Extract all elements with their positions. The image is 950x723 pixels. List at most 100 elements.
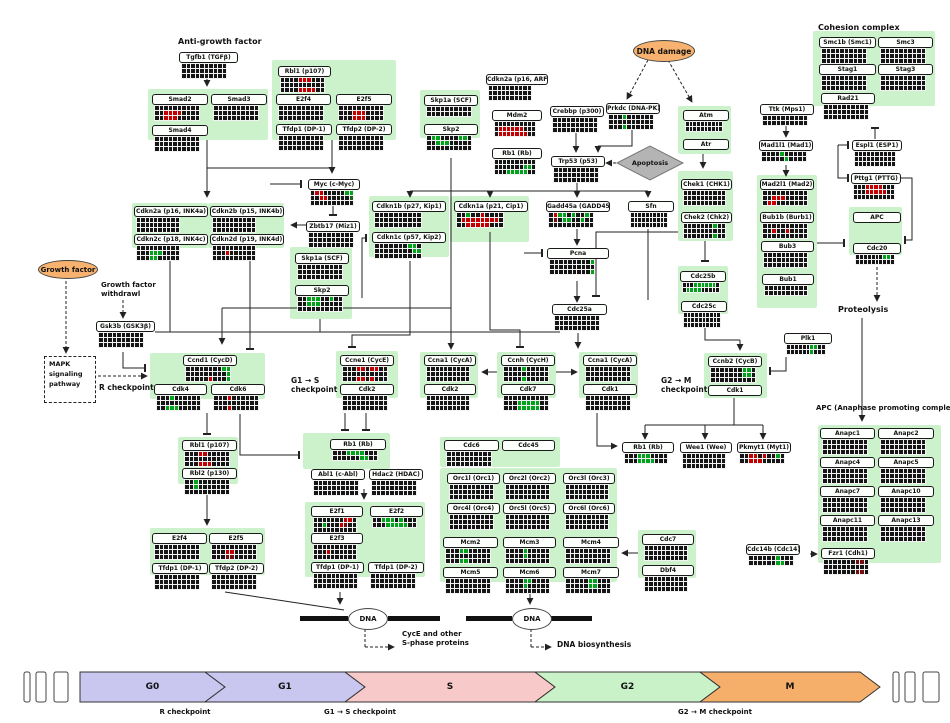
gene-pttg1[interactable]: Pttg1 (PTTG) <box>851 173 901 184</box>
gene-pcna[interactable]: Pcna <box>547 248 609 259</box>
gene-orc4l[interactable]: Orc4l (Orc4) <box>447 503 500 514</box>
gene-abl1[interactable]: Abl1 (c-Abl) <box>311 469 365 480</box>
gene-tfdp2-b[interactable]: Tfdp2 (DP-2) <box>209 563 264 574</box>
gene-e2f4-top[interactable]: E2f4 <box>276 94 331 105</box>
gene-cdkn1a[interactable]: Cdkn1a (p21, Cip1) <box>454 201 528 212</box>
gene-e2f1[interactable]: E2f1 <box>311 506 363 517</box>
gene-cdc7[interactable]: Cdc7 <box>642 534 694 545</box>
gene-smad2[interactable]: Smad2 <box>152 94 208 105</box>
gene-orc5l[interactable]: Orc5l (Orc5) <box>503 503 556 514</box>
gene-cdk1-a[interactable]: Cdk1 <box>583 384 637 395</box>
gene-tfdp1-c[interactable]: Tfdp1 (DP-1) <box>311 562 364 573</box>
gene-anapc11[interactable]: Anapc11 <box>820 515 875 526</box>
gene-mad1l1[interactable]: Mad1l1 (Mad1) <box>759 140 813 151</box>
gene-ccnh[interactable]: Ccnh (CycH) <box>501 355 555 366</box>
gene-e2f3[interactable]: E2f3 <box>311 533 363 544</box>
gene-chek2[interactable]: Chek2 (Chk2) <box>681 212 732 223</box>
gene-anapc10[interactable]: Anapc10 <box>878 486 934 497</box>
gene-anapc5[interactable]: Anapc5 <box>878 457 934 468</box>
gene-fzr1[interactable]: Fzr1 (Cdh1) <box>821 548 875 559</box>
gene-orc3l[interactable]: Orc3l (Orc3) <box>563 473 615 484</box>
gene-ccnb2[interactable]: Ccnb2 (CycB) <box>708 356 762 367</box>
gene-smad4[interactable]: Smad4 <box>152 125 208 136</box>
gene-trp53[interactable]: Trp53 (p53) <box>551 156 605 167</box>
gene-cdkn1b[interactable]: Cdkn1b (p27, Kip1) <box>372 201 446 212</box>
gene-skp2-mid[interactable]: Skp2 <box>295 285 349 296</box>
gene-tfdp1-top[interactable]: Tfdp1 (DP-1) <box>276 124 332 135</box>
gene-smc3[interactable]: Smc3 <box>878 37 933 48</box>
gene-cdc14b[interactable]: Cdc14b (Cdc14) <box>746 544 800 555</box>
gene-anapc2[interactable]: Anapc2 <box>878 428 934 439</box>
gene-skp2-top[interactable]: Skp2 <box>424 124 478 135</box>
gene-cdk6[interactable]: Cdk6 <box>211 384 265 395</box>
gene-rb1-top[interactable]: Rb1 (Rb) <box>492 148 542 159</box>
gene-sfn[interactable]: Sfn <box>628 201 674 212</box>
gene-tgfb1[interactable]: Tgfb1 (TGFβ) <box>179 52 238 63</box>
gene-mcm4[interactable]: Mcm4 <box>563 537 619 548</box>
gene-skp1a-top[interactable]: Skp1a (SCF) <box>424 95 478 106</box>
gene-gadd45a[interactable]: Gadd45a (GADD45) <box>546 201 610 212</box>
gene-myc[interactable]: Myc (c-Myc) <box>308 179 360 190</box>
gene-mcm6[interactable]: Mcm6 <box>503 567 556 578</box>
gene-cdc25c[interactable]: Cdc25c <box>681 301 727 312</box>
gene-smad3[interactable]: Smad3 <box>211 94 267 105</box>
gene-ccna1-a[interactable]: Ccna1 (CycA) <box>424 355 476 366</box>
gene-tfdp2-c[interactable]: Tfdp1 (DP-2) <box>368 562 424 573</box>
gene-dbf4[interactable]: Dbf4 <box>642 565 694 576</box>
gene-cdkn2a-ink4a[interactable]: Cdkn2a (p16, INK4a) <box>134 206 208 217</box>
gene-apc[interactable]: APC <box>853 212 901 223</box>
gene-stag1[interactable]: Stag1 <box>819 64 876 75</box>
gene-rb1-b[interactable]: Rb1 (Rb) <box>330 439 386 450</box>
gene-anapc7[interactable]: Anapc7 <box>820 486 875 497</box>
gene-ccna1-b[interactable]: Ccna1 (CycA) <box>583 355 637 366</box>
gene-e2f2[interactable]: E2f2 <box>370 506 423 517</box>
gene-mcm2[interactable]: Mcm2 <box>443 537 498 548</box>
gene-bub3[interactable]: Bub3 <box>761 241 814 252</box>
gene-cdc25b[interactable]: Cdc25b <box>680 271 726 282</box>
gene-crebbp[interactable]: Crebbp (p300) <box>550 106 604 117</box>
gene-cdc25a[interactable]: Cdc25a <box>552 304 607 315</box>
gene-cdkn2c[interactable]: Cdkn2c (p18, INK4c) <box>134 234 208 245</box>
gene-cdkn2b[interactable]: Cdkn2b (p15, INK4b) <box>210 206 284 217</box>
gene-rb1-d[interactable]: Rb1 (Rb) <box>622 442 674 453</box>
gene-cdk7-a[interactable]: Cdk7 <box>501 384 555 395</box>
gene-cdkn1c[interactable]: Cdkn1c (p57, Kip2) <box>372 232 446 243</box>
gene-mcm3[interactable]: Mcm3 <box>503 537 556 548</box>
gene-cdc20[interactable]: Cdc20 <box>853 243 901 254</box>
gene-mdm2[interactable]: Mdm2 <box>492 110 542 121</box>
gene-gsk3b[interactable]: Gsk3b (GSK3β) <box>96 321 155 332</box>
gene-mcm5[interactable]: Mcm5 <box>443 567 498 578</box>
gene-hdac2[interactable]: Hdac2 (HDAC) <box>369 469 423 480</box>
gene-rbl1-top[interactable]: Rbl1 (p107) <box>278 66 331 77</box>
gene-skp1a-mid[interactable]: Skp1a (SCF) <box>295 253 349 264</box>
gene-ttk[interactable]: Ttk (Mps1) <box>760 104 814 115</box>
gene-e2f5-b[interactable]: E2f5 <box>209 533 263 544</box>
gene-e2f4-b[interactable]: E2f4 <box>152 533 207 544</box>
gene-cdk2-a[interactable]: Cdk2 <box>340 384 394 395</box>
gene-ccnd1[interactable]: Ccnd1 (CycD) <box>183 355 237 366</box>
gene-espl1[interactable]: Espl1 (ESP1) <box>852 140 902 151</box>
gene-smc1b[interactable]: Smc1b (Smc1) <box>819 37 876 48</box>
gene-rad21[interactable]: Rad21 <box>821 93 875 104</box>
gene-zbtb17[interactable]: Zbtb17 (Miz1) <box>306 221 360 232</box>
gene-tfdp1-b[interactable]: Tfdp1 (DP-1) <box>152 563 208 574</box>
gene-anapc13[interactable]: Anapc13 <box>878 515 934 526</box>
gene-mad2l1[interactable]: Mad2l1 (Mad2) <box>760 179 814 190</box>
gene-anapc1[interactable]: Anapc1 <box>820 428 875 439</box>
gene-cdc45[interactable]: Cdc45 <box>502 440 555 451</box>
gene-bub1b[interactable]: Bub1b (Burb1) <box>760 212 814 223</box>
gene-cdkn2d[interactable]: Cdkn2d (p19, INK4d) <box>210 234 284 245</box>
gene-atm[interactable]: Atm <box>683 110 729 121</box>
gene-cdk1-b[interactable]: Cdk1 <box>708 385 762 396</box>
gene-plk1[interactable]: Plk1 <box>784 333 832 344</box>
gene-anapc4[interactable]: Anapc4 <box>820 457 875 468</box>
gene-rbl1-b[interactable]: Rbl1 (p107) <box>182 440 237 451</box>
gene-tfdp2-top[interactable]: Tfdp2 (DP-2) <box>336 124 392 135</box>
gene-cdc6[interactable]: Cdc6 <box>444 440 499 451</box>
gene-ccne1[interactable]: Ccne1 (CycE) <box>340 355 394 366</box>
gene-pkmyt1[interactable]: Pkmyt1 (Myt1) <box>737 442 791 453</box>
gene-cdk4[interactable]: Cdk4 <box>154 384 207 395</box>
gene-cdk2-b[interactable]: Cdk2 <box>424 384 476 395</box>
gene-bub1[interactable]: Bub1 <box>762 274 814 285</box>
gene-orc6l[interactable]: Orc6l (Orc6) <box>563 503 615 514</box>
